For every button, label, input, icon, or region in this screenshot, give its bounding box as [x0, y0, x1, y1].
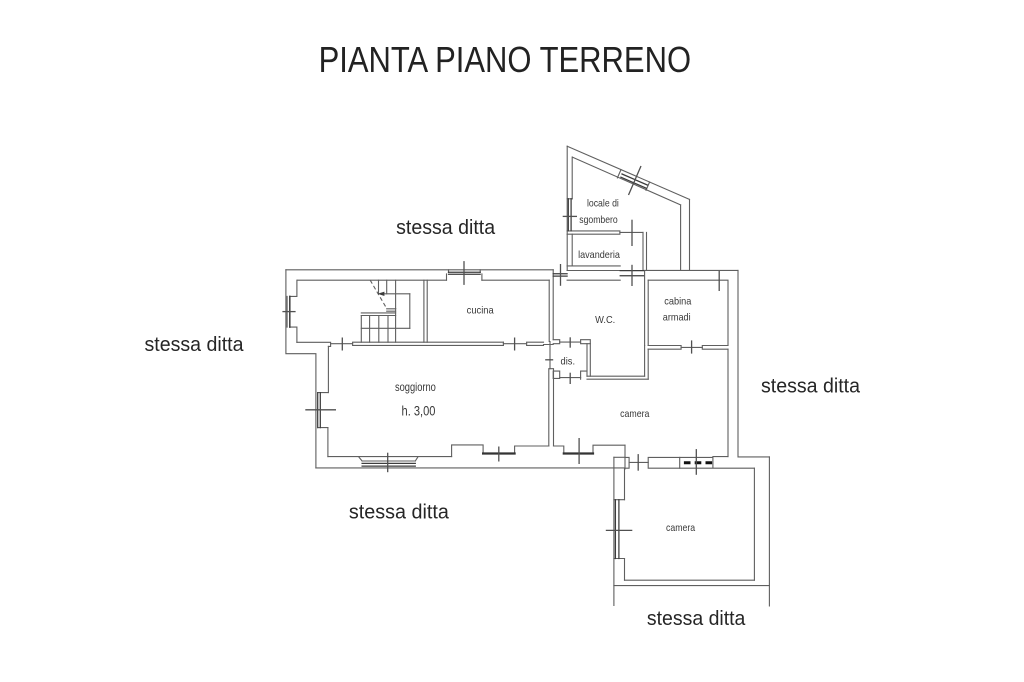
- svg-text:W.C.: W.C.: [595, 314, 615, 326]
- svg-text:dis.: dis.: [561, 356, 576, 368]
- svg-text:lavanderia: lavanderia: [578, 249, 620, 261]
- svg-text:armadi: armadi: [663, 311, 691, 323]
- svg-text:cabina: cabina: [664, 295, 691, 307]
- svg-text:stessa ditta: stessa ditta: [761, 374, 861, 397]
- svg-text:stessa ditta: stessa ditta: [647, 607, 746, 630]
- svg-text:soggiorno: soggiorno: [395, 380, 436, 394]
- svg-text:stessa ditta: stessa ditta: [145, 333, 245, 356]
- svg-text:camera: camera: [620, 408, 649, 420]
- svg-text:sgombero: sgombero: [579, 214, 618, 226]
- svg-text:locale di: locale di: [587, 198, 619, 210]
- svg-text:camera: camera: [666, 522, 695, 534]
- svg-text:stessa ditta: stessa ditta: [396, 216, 496, 239]
- svg-text:h. 3,00: h. 3,00: [402, 404, 436, 419]
- svg-text:cucina: cucina: [467, 304, 494, 316]
- svg-text:stessa ditta: stessa ditta: [349, 500, 450, 523]
- svg-text:PIANTA PIANO TERRENO: PIANTA PIANO TERRENO: [319, 39, 691, 80]
